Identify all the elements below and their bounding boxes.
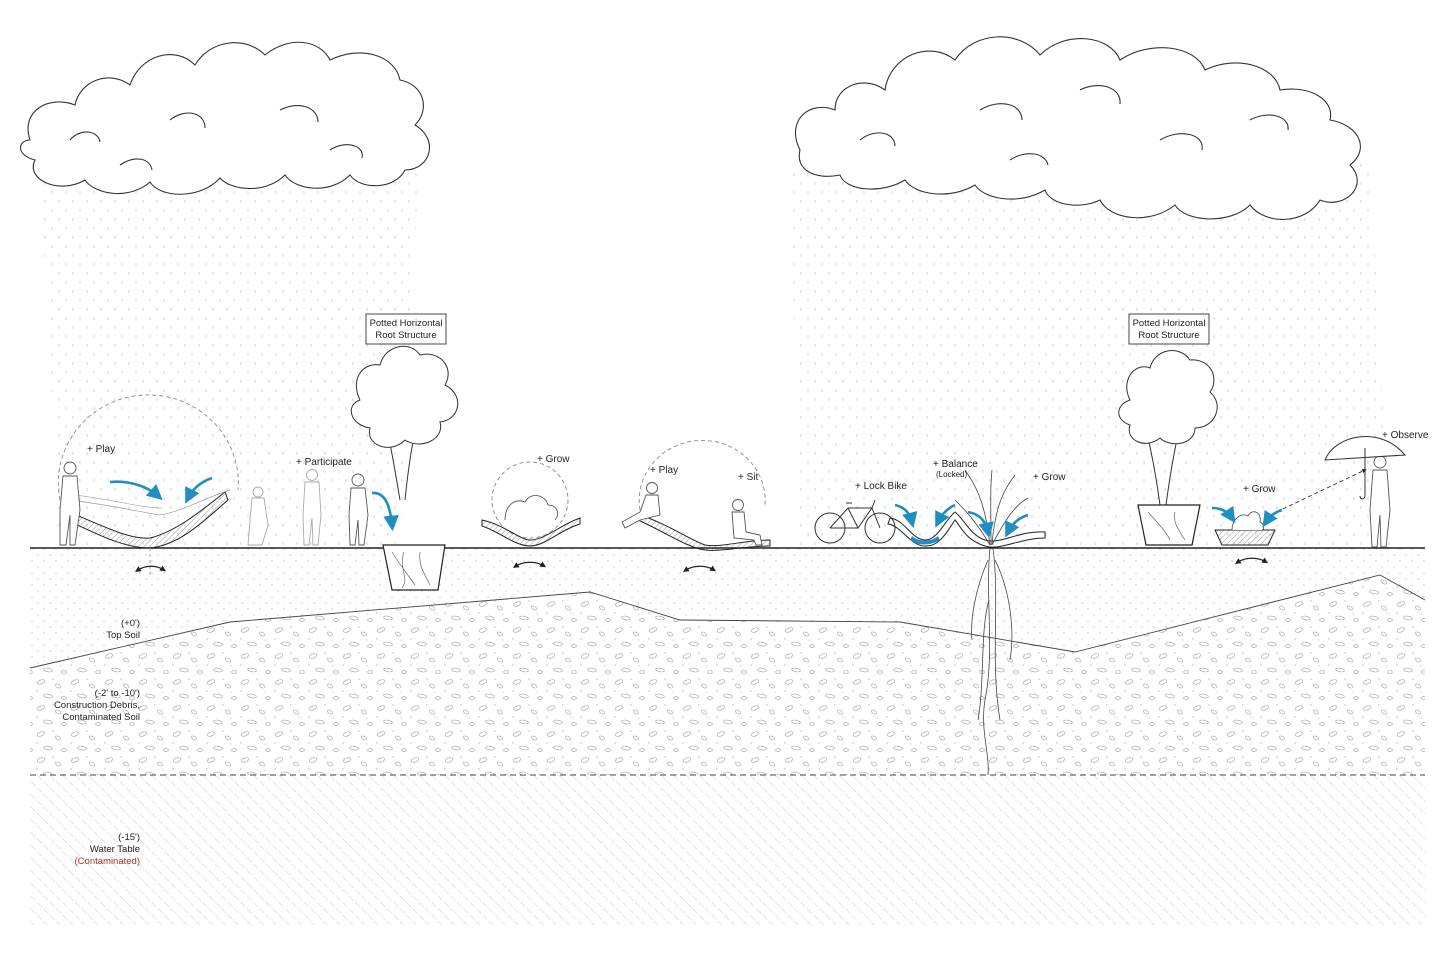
label-play-left: + Play <box>87 444 115 455</box>
soil-labels: (+0') Top Soil (-2' to -10') Constructio… <box>54 618 140 867</box>
debris-depth: (-2' to -10') <box>95 688 140 699</box>
debris-name-1: Construction Debris, <box>54 700 140 711</box>
rain-right <box>790 160 1390 550</box>
observe-sightline <box>1269 469 1367 516</box>
cloud-right <box>794 36 1361 220</box>
label-balance: + Balance <box>933 459 978 470</box>
hammock-left <box>61 489 231 575</box>
debris-name-2: Contaminated Soil <box>62 712 140 723</box>
potted-left-line-1: Potted Horizontal <box>370 318 443 329</box>
top-soil-depth: (+0') <box>121 618 140 629</box>
person-kneeling <box>247 486 269 546</box>
label-balance-note: (Locked) <box>936 470 967 479</box>
label-lock-bike: + Lock Bike <box>855 481 907 492</box>
label-sit: + Sit <box>738 472 759 483</box>
top-soil-boundary <box>29 574 1426 669</box>
potted-right-line-1: Potted Horizontal <box>1133 318 1206 329</box>
potted-tree-left <box>350 345 459 591</box>
person-observe <box>1369 455 1391 548</box>
grow-bowl-1 <box>481 495 581 547</box>
soil-section <box>29 547 1426 925</box>
box-label-potted-right: Potted Horizontal Root Structure <box>1128 313 1210 345</box>
top-soil-name: Top Soil <box>106 630 140 641</box>
person-sit <box>731 499 763 546</box>
rain-left <box>40 150 420 550</box>
bicycle <box>814 499 896 544</box>
cloud-left <box>19 41 431 195</box>
person-play-left <box>59 461 81 546</box>
label-play-mid: + Play <box>650 465 678 476</box>
label-participate: + Participate <box>296 457 352 468</box>
rotation-arrows <box>134 557 1269 572</box>
water-table-depth: (-15') <box>118 832 140 843</box>
water-table-name: Water Table <box>90 844 140 855</box>
potted-right-line-2: Root Structure <box>1138 330 1199 341</box>
grow-bowl-right <box>1214 511 1276 546</box>
people <box>59 455 1391 548</box>
water-table-note: (Contaminated) <box>75 856 140 867</box>
person-play-mid <box>621 482 661 529</box>
potted-tree-right <box>1118 350 1218 546</box>
activity-labels: + Play + Participate + Grow + Play + Sit… <box>87 430 1429 495</box>
water-arrows <box>109 476 1283 539</box>
label-grow-3: + Grow <box>1243 484 1276 495</box>
label-grow-1: + Grow <box>537 454 570 465</box>
person-watering <box>348 473 369 546</box>
balance-sculpture <box>887 511 1046 548</box>
range-circles <box>57 394 766 539</box>
person-participate <box>302 469 322 546</box>
play-sit-sculpture <box>637 514 771 551</box>
potted-left-line-2: Root Structure <box>375 330 436 341</box>
label-observe: + Observe <box>1382 430 1429 441</box>
label-grow-2: + Grow <box>1033 472 1066 483</box>
box-label-potted-left: Potted Horizontal Root Structure <box>365 313 447 345</box>
